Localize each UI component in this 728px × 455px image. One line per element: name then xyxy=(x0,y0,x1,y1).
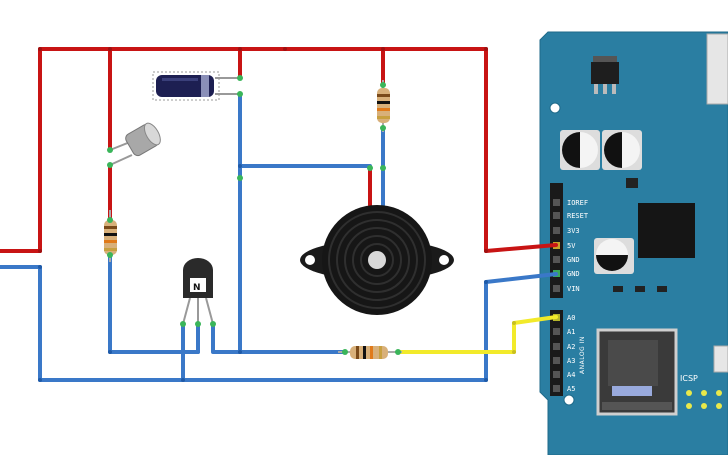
photocell[interactable] xyxy=(109,121,164,166)
wire-transistor-collector[interactable] xyxy=(211,322,347,354)
pin-label-ioref: IOREF xyxy=(567,199,588,207)
pin-reset[interactable]: RESET xyxy=(553,212,589,220)
analog-header xyxy=(550,310,563,396)
smd-part xyxy=(657,286,667,292)
power-header xyxy=(550,183,563,298)
transistor-marking: N xyxy=(193,283,201,293)
smd-part xyxy=(635,286,645,292)
pin-label-a2: A2 xyxy=(567,343,575,351)
board-small-chip xyxy=(626,178,638,188)
sd-card-slot xyxy=(596,328,678,416)
pin-label-a5: A5 xyxy=(567,385,575,393)
pin-a2[interactable]: A2 xyxy=(553,343,575,351)
voltage-regulator xyxy=(591,56,619,94)
board-capacitor-right xyxy=(602,130,642,170)
icsp-header: ICSP xyxy=(680,374,722,409)
pin-a4[interactable]: A4 xyxy=(553,371,575,379)
pin-vin[interactable]: VIN xyxy=(553,285,580,293)
wire-buzzer-to-node[interactable] xyxy=(238,164,372,170)
resistor-vertical-right[interactable] xyxy=(377,80,390,132)
side-connector xyxy=(713,345,728,373)
pin-a1[interactable]: A1 xyxy=(553,328,575,336)
main-chip xyxy=(638,203,695,258)
wire-bend-markers-gnd xyxy=(38,164,488,382)
electrolytic-capacitor[interactable] xyxy=(152,71,240,101)
pin-label-a3: A3 xyxy=(567,357,575,365)
pin-label-a4: A4 xyxy=(567,371,575,379)
pin-label-gnd-1: GND xyxy=(567,256,580,264)
pin-label-gnd-2: GND xyxy=(567,270,580,278)
smd-part xyxy=(613,286,623,292)
pin-label-5v: 5V xyxy=(567,242,576,250)
pin-gnd-1[interactable]: GND xyxy=(553,256,580,264)
wire-gnd-main[interactable] xyxy=(0,265,558,382)
analog-pins: A0 A1 A2 A3 A4 A5 xyxy=(553,314,575,393)
pin-label-3v3: 3V3 xyxy=(567,227,580,235)
transistor[interactable]: N xyxy=(182,258,214,325)
wire-bend-markers-signal xyxy=(512,321,516,354)
arduino-board: ICSP ANALOG IN xyxy=(539,31,728,455)
usb-connector xyxy=(706,33,728,105)
board-capacitor-left xyxy=(560,130,600,170)
resistor-horizontal[interactable] xyxy=(338,346,402,359)
icsp-label: ICSP xyxy=(680,374,698,383)
pin-a3[interactable]: A3 xyxy=(553,357,575,365)
pin-label-vin: VIN xyxy=(567,285,580,293)
pin-label-a0: A0 xyxy=(567,314,575,322)
board-capacitor-bottom xyxy=(594,238,634,274)
pin-3v3[interactable]: 3V3 xyxy=(553,227,580,235)
wire-bend-markers xyxy=(38,47,488,253)
wire-a0-signal[interactable] xyxy=(396,315,558,354)
pin-label-a1: A1 xyxy=(567,328,575,336)
pin-ioref[interactable]: IOREF xyxy=(553,199,588,207)
junction-points xyxy=(107,75,401,355)
pin-a5[interactable]: A5 xyxy=(553,385,575,393)
piezo-buzzer[interactable] xyxy=(300,205,454,315)
pin-label-reset: RESET xyxy=(567,212,589,220)
analog-in-label: ANALOG IN xyxy=(579,336,586,374)
wire-5v-main[interactable] xyxy=(0,47,558,253)
